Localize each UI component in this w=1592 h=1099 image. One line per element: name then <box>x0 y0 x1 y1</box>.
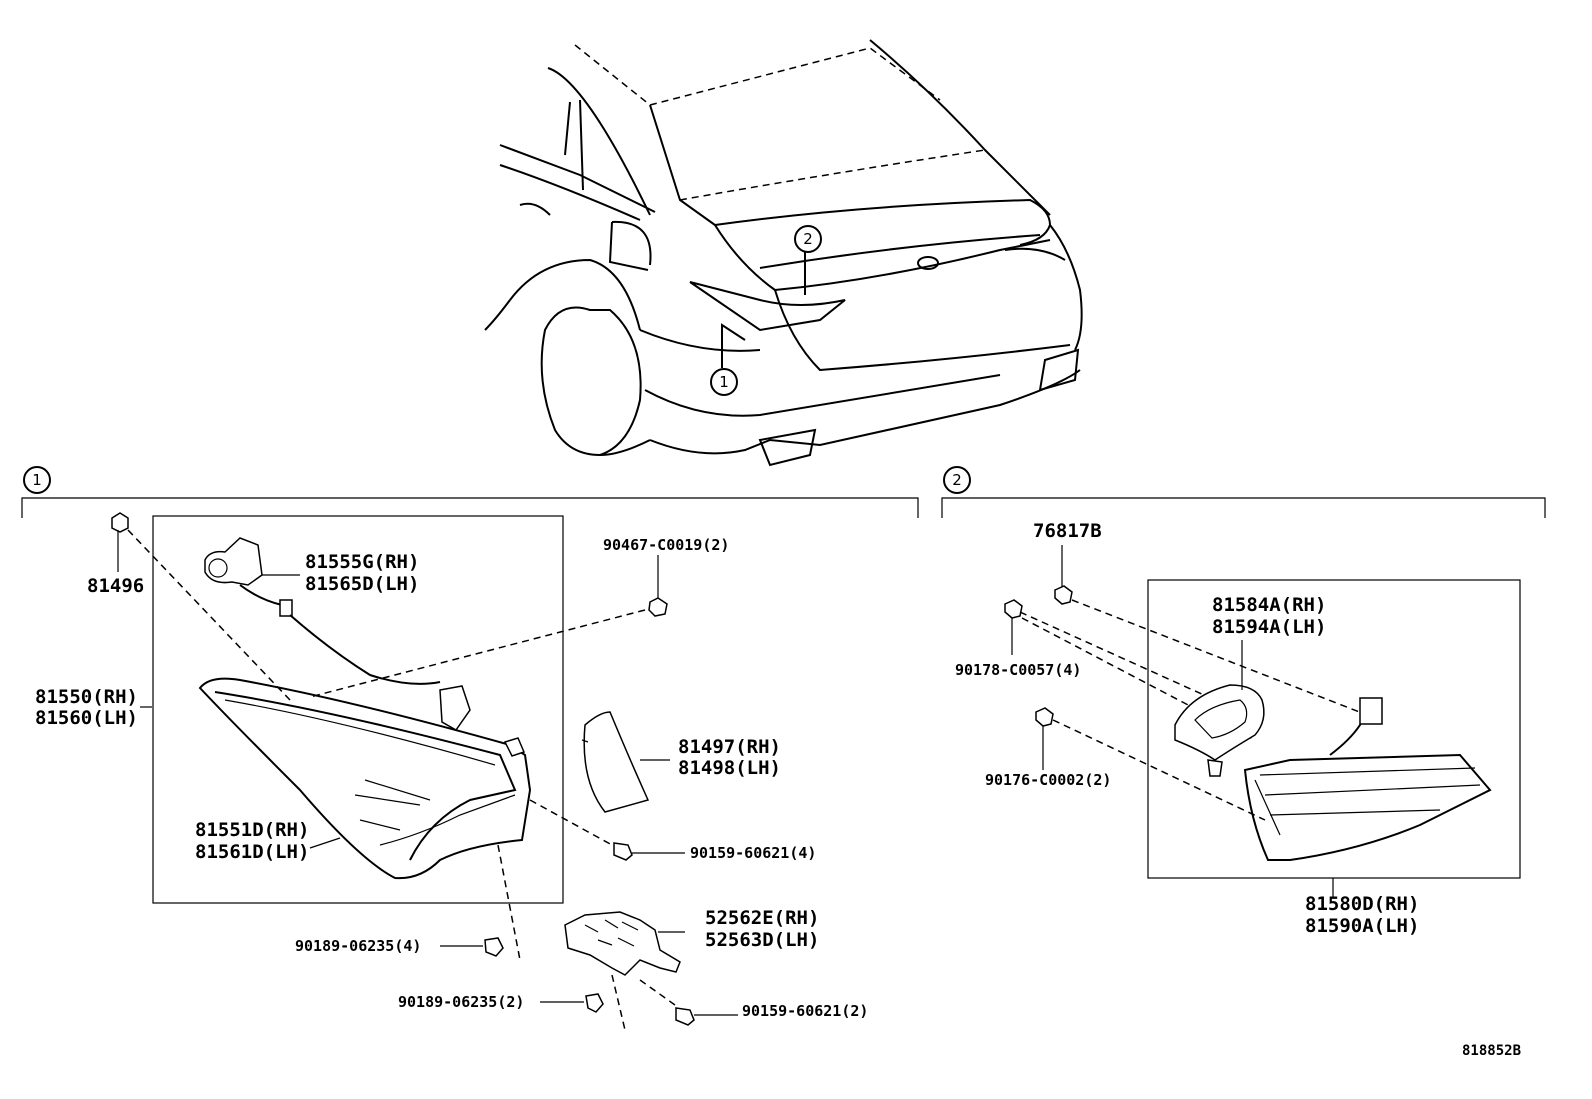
part-label-81584-rh: 81584A(RH) <box>1212 594 1327 616</box>
part-label-81496: 81496 <box>87 575 145 597</box>
callout-1-car: 1 <box>710 368 738 396</box>
part-label-52562-rh: 52562E(RH) <box>705 907 820 929</box>
rear-lamp-outer <box>198 677 532 880</box>
part-label-90159-2: 90159-60621(2) <box>742 1002 869 1020</box>
part-label-90159-4: 90159-60621(4) <box>690 844 817 862</box>
bracket <box>564 911 685 976</box>
part-label-76817b: 76817B <box>1033 520 1102 542</box>
part-label-81584-lh: 81594A(LH) <box>1212 616 1327 638</box>
car-overview <box>484 39 1083 467</box>
part-label-52562-lh: 52563D(LH) <box>705 929 820 951</box>
part-label-81551-lh: 81561D(LH) <box>195 841 310 863</box>
part-label-81555-rh: 81555G(RH) <box>305 551 420 573</box>
part-label-81580-rh: 81580D(RH) <box>1305 893 1420 915</box>
callout-1-section: 1 <box>23 466 51 494</box>
socket-wire <box>204 537 471 731</box>
gasket <box>1174 640 1265 777</box>
rear-lamp-inner <box>1243 697 1492 861</box>
part-label-81580-lh: 81590A(LH) <box>1305 915 1420 937</box>
part-label-81555-lh: 81565D(LH) <box>305 573 420 595</box>
part-label-90178: 90178-C0057(4) <box>955 661 1082 679</box>
part-label-81550-rh: 81550(RH) <box>35 686 138 708</box>
part-label-90189-4: 90189-06235(4) <box>295 937 422 955</box>
part-label-90467: 90467-C0019(2) <box>603 536 730 554</box>
part-label-90189-2: 90189-06235(2) <box>398 993 525 1011</box>
part-label-81551-rh: 81551D(RH) <box>195 819 310 841</box>
diagram-id: 818852B <box>1462 1043 1522 1059</box>
part-label-90176: 90176-C0002(2) <box>985 771 1112 789</box>
callout-2-section: 2 <box>943 466 971 494</box>
callout-2-car: 2 <box>794 225 822 253</box>
part-label-81497-rh: 81497(RH) <box>678 736 781 758</box>
part-label-81497-lh: 81498(LH) <box>678 757 781 779</box>
part-label-81550-lh: 81560(LH) <box>35 707 138 729</box>
